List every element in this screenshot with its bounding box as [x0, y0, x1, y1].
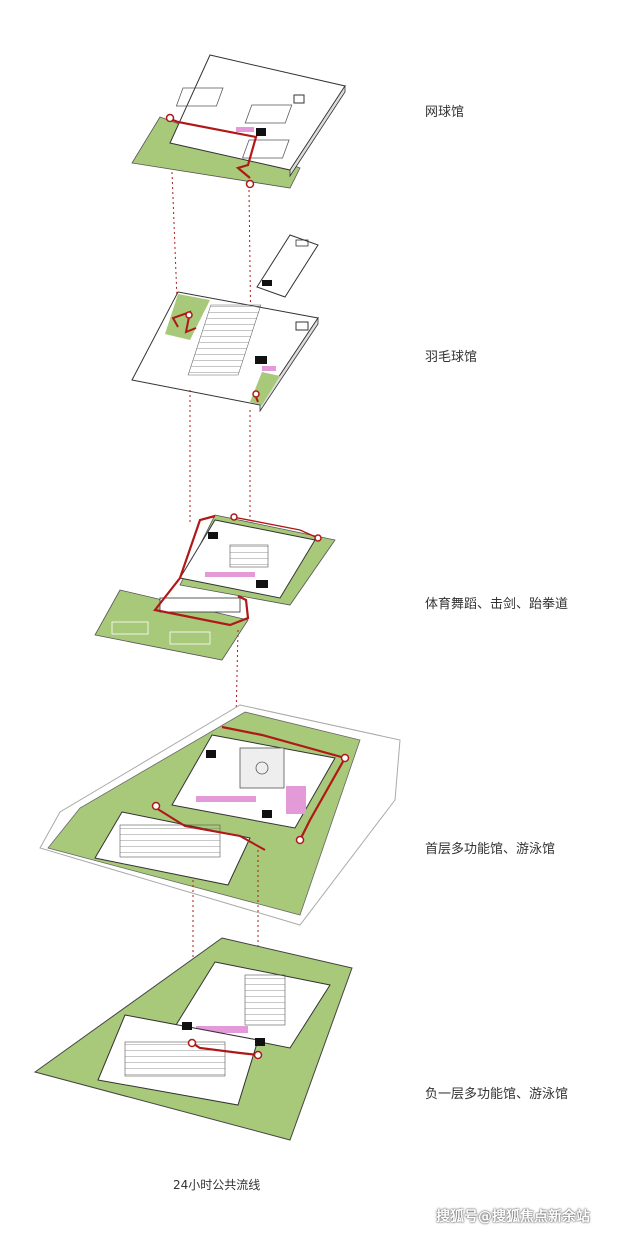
level-tennis-hall — [131, 54, 346, 189]
annex-block — [159, 597, 241, 613]
corridor-pink — [196, 1026, 248, 1033]
path-node — [252, 390, 260, 398]
corridor-pink — [262, 366, 276, 371]
vertical-connectors — [189, 390, 251, 525]
public-circulation-path — [155, 807, 266, 851]
path-node — [165, 113, 175, 123]
level-label-tennis: 网球馆 — [425, 105, 465, 120]
stair-core — [206, 750, 216, 758]
path-node — [295, 835, 305, 845]
level-label-ground-floor: 首层多功能馆、游泳馆 — [425, 842, 556, 857]
tennis-court — [175, 87, 224, 107]
path-node — [253, 1050, 263, 1060]
public-circulation-path — [167, 116, 258, 179]
basement-pool-lanes — [124, 1041, 226, 1077]
path-node — [314, 534, 322, 542]
public-circulation-path — [191, 1042, 259, 1057]
path-node — [340, 753, 350, 763]
stair-core — [255, 1038, 265, 1046]
stair-core — [256, 128, 266, 136]
tennis-slab-edge — [289, 84, 346, 178]
stair-core — [208, 532, 218, 539]
corridor-pink — [286, 786, 306, 814]
hall-bleachers — [229, 544, 269, 568]
basketball-court — [239, 747, 285, 789]
level-badminton-hall — [131, 291, 319, 413]
vertical-connectors — [171, 171, 252, 346]
level-label-basement: 负一层多功能馆、游泳馆 — [425, 1087, 569, 1102]
stair-core — [255, 356, 267, 364]
corridor-pink — [196, 796, 256, 802]
badminton-slab-edge — [259, 316, 319, 413]
corridor-pink — [205, 572, 255, 577]
watermark: 搜狐号@搜狐焦点新余站 — [436, 1209, 590, 1225]
court-mark — [111, 621, 149, 635]
public-circulation-path — [232, 516, 319, 539]
tower-block — [256, 234, 319, 298]
level-label-dance: 体育舞蹈、击剑、跆拳道 — [425, 597, 569, 612]
level-ground-floor — [39, 704, 401, 926]
tennis-court — [244, 104, 293, 124]
level-label-badminton: 羽毛球馆 — [425, 350, 478, 365]
basement-lanes — [244, 974, 286, 1026]
vertical-connectors — [235, 629, 239, 721]
stair-core — [262, 810, 272, 818]
path-node — [230, 513, 238, 521]
court-mark — [169, 631, 211, 645]
corridor-pink — [236, 127, 254, 132]
public-circulation-path — [153, 514, 250, 627]
path-node — [151, 801, 161, 811]
path-node — [185, 311, 193, 319]
stair-core — [256, 580, 268, 588]
stair-core — [182, 1022, 192, 1030]
tennis-court — [241, 139, 290, 159]
path-node — [245, 179, 255, 189]
path-node — [187, 1038, 197, 1048]
level-dance-fencing-taekwondo — [94, 513, 336, 661]
badminton-courts — [187, 304, 262, 376]
court-center — [255, 761, 269, 775]
level-basement — [33, 937, 353, 1141]
diagram-caption: 24小时公共流线 — [173, 1178, 261, 1192]
stair-core — [293, 94, 305, 104]
stair-core — [295, 321, 309, 331]
